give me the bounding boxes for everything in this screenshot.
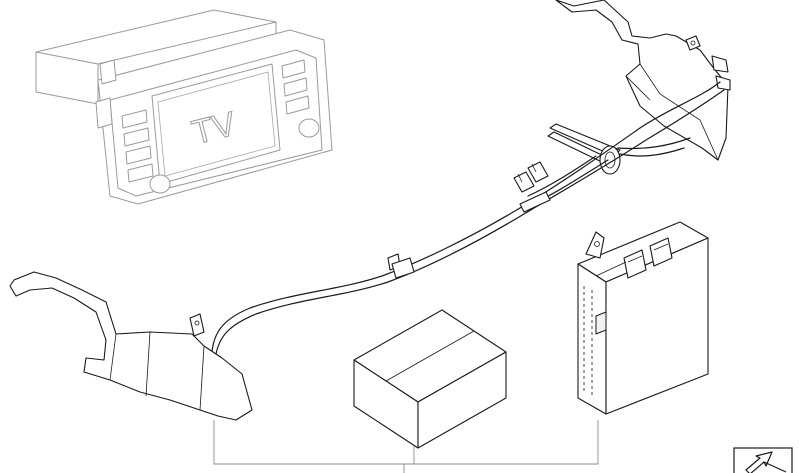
control-module bbox=[577, 221, 709, 415]
tv-screen-label: TV bbox=[188, 105, 240, 152]
grommet-connectors bbox=[513, 123, 621, 193]
wiring-harness bbox=[211, 81, 725, 355]
arrow-up-left-icon bbox=[733, 447, 793, 473]
upper-bracket bbox=[555, 0, 731, 161]
lower-bracket bbox=[9, 271, 253, 421]
head-unit-ghost: TV bbox=[35, 9, 333, 205]
assembly-leader-lines bbox=[213, 420, 599, 473]
parts-box bbox=[353, 309, 507, 449]
